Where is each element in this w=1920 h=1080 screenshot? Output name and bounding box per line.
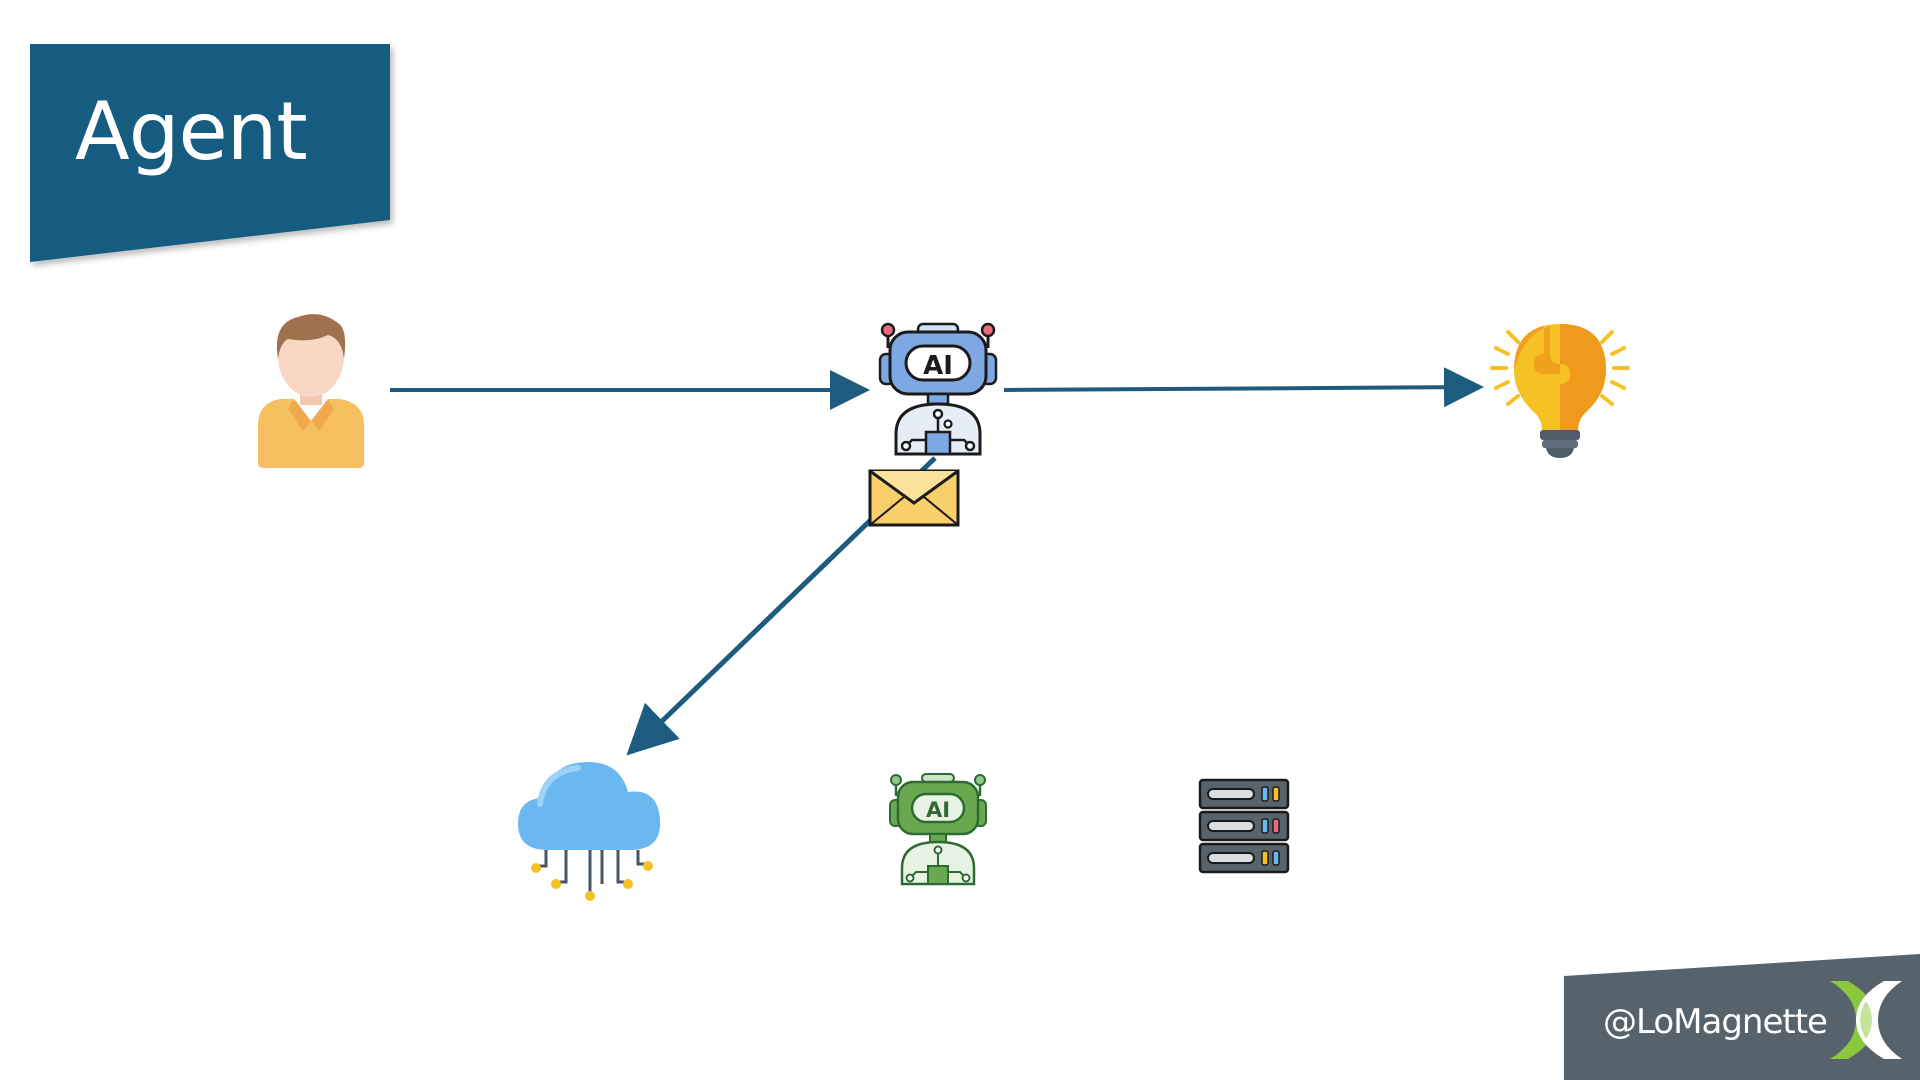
robot-face-label: AI bbox=[923, 351, 953, 381]
arrow-agent-to-insight bbox=[1003, 367, 1484, 408]
title-banner-shape bbox=[30, 44, 390, 262]
green-robot-face-label: AI bbox=[926, 798, 950, 822]
brand-logo-icon bbox=[1830, 981, 1902, 1059]
footer-handle: @LoMagnette bbox=[1603, 1002, 1828, 1042]
title-banner bbox=[30, 44, 390, 262]
cloud-network-icon bbox=[518, 762, 661, 901]
page-title: Agent bbox=[75, 85, 308, 178]
lightbulb-puzzle-icon bbox=[1490, 324, 1630, 458]
footer-banner bbox=[1564, 954, 1920, 1080]
ai-robot-green-icon: AI bbox=[889, 773, 987, 886]
ai-robot-icon: AI bbox=[878, 322, 998, 456]
footer-banner-shape bbox=[1564, 954, 1920, 1080]
server-stack-icon bbox=[1198, 778, 1290, 874]
envelope-icon bbox=[868, 469, 960, 527]
person-icon bbox=[258, 314, 364, 468]
